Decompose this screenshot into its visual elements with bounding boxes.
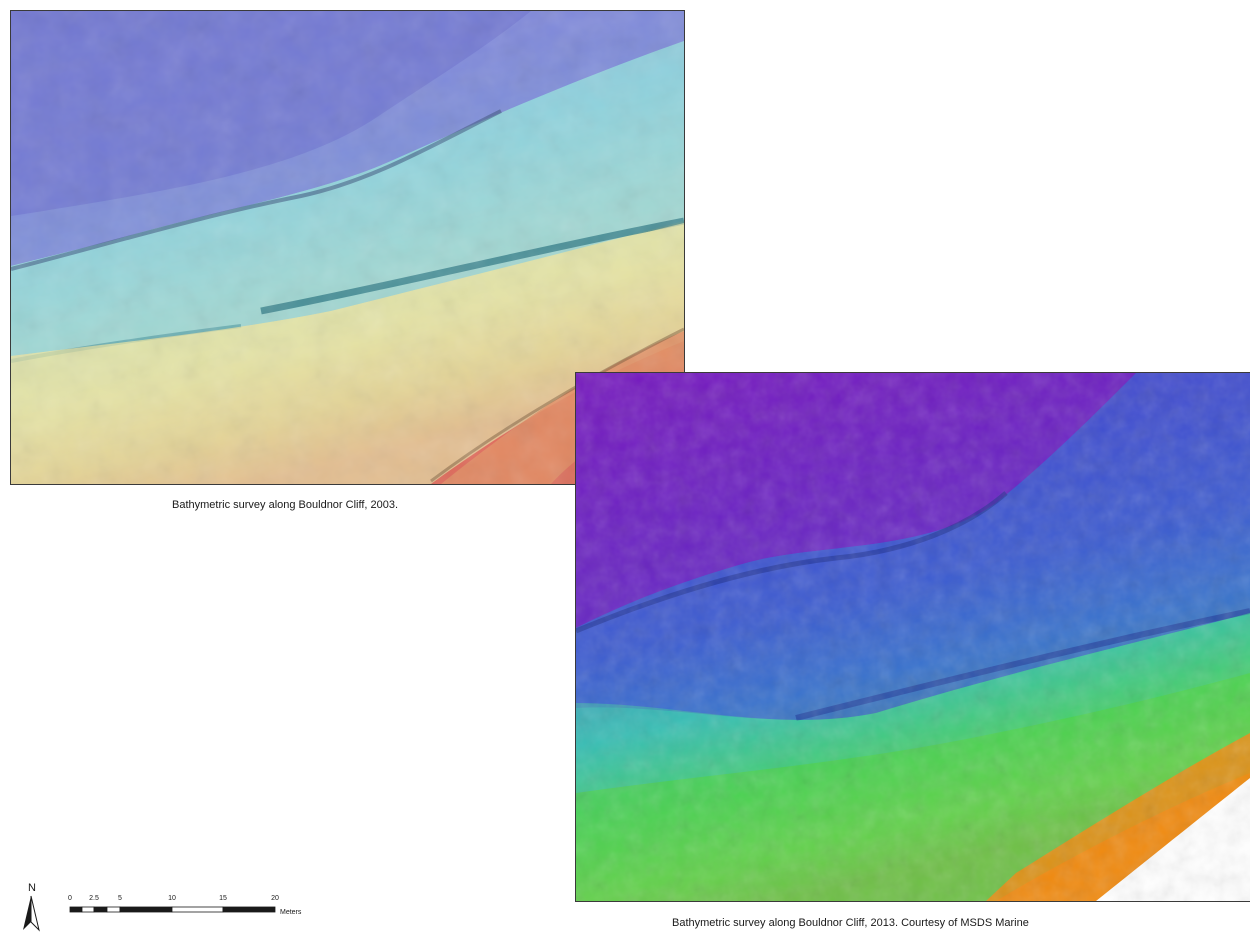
scale-tick-label: 15 xyxy=(219,895,227,902)
bathymetry-raster-2013 xyxy=(576,373,1250,901)
scale-tick-label: 0 xyxy=(68,895,72,902)
survey-2013-caption: Bathymetric survey along Bouldnor Cliff,… xyxy=(672,917,1029,929)
scale-tick-label: 20 xyxy=(271,895,279,902)
scale-tick-label: 5 xyxy=(118,895,122,902)
scale-unit-label: Meters xyxy=(280,909,302,916)
scale-tick-label: 2.5 xyxy=(89,895,99,902)
survey-2003-caption: Bathymetric survey along Bouldnor Cliff,… xyxy=(172,499,399,511)
bathymetry-map-2013 xyxy=(575,372,1250,902)
north-arrow-label: N xyxy=(28,882,36,894)
scale-bar: 0 2.5 5 10 15 20 Meters xyxy=(68,895,302,916)
north-arrow-icon: N xyxy=(23,882,40,932)
scale-tick-label: 10 xyxy=(168,895,176,902)
